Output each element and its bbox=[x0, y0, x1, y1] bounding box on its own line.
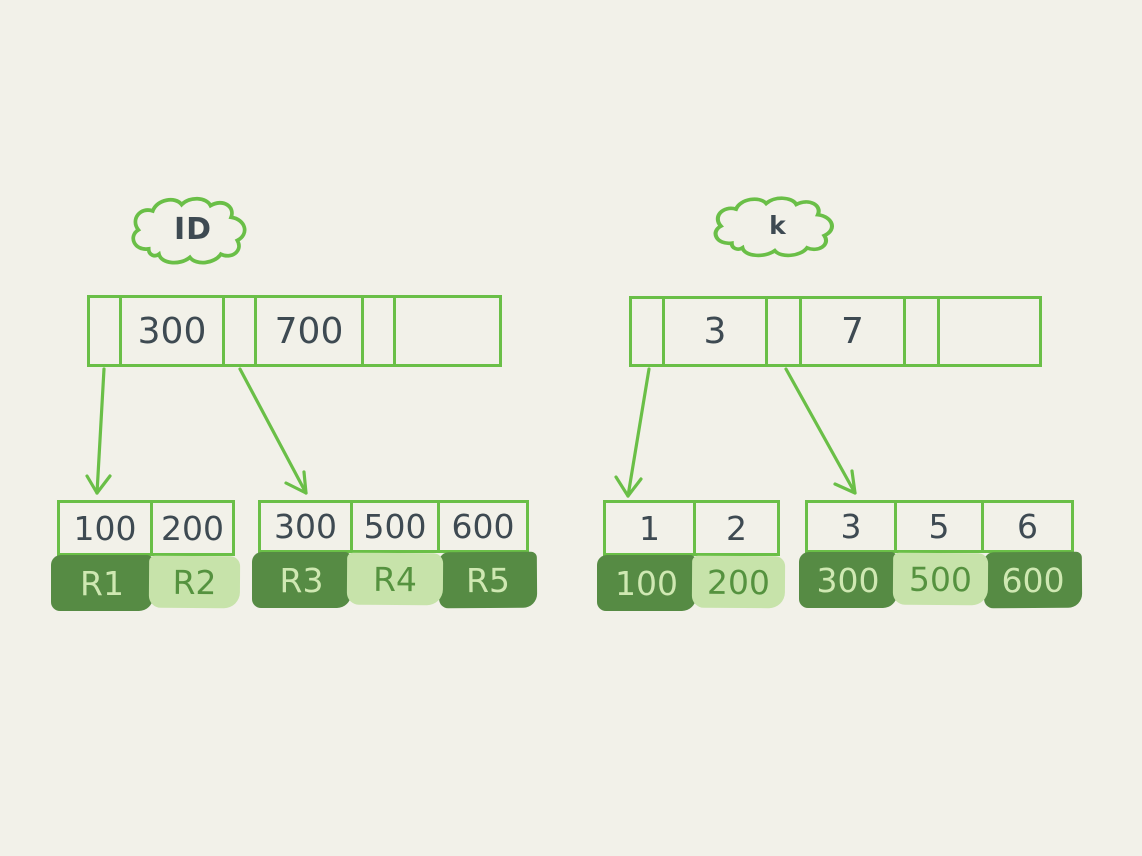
key-cell: 7 bbox=[799, 296, 906, 367]
empty-key-cell bbox=[937, 296, 1042, 367]
id-root-node: 300 700 bbox=[87, 295, 517, 367]
id-index-cloud: ID bbox=[126, 194, 260, 270]
arrow-id-root-to-leaf1 bbox=[85, 367, 112, 495]
record-block: 200 bbox=[691, 555, 786, 609]
key-cell: 5 bbox=[894, 500, 984, 553]
key-cell: 1 bbox=[603, 500, 696, 556]
record-block: R1 bbox=[51, 555, 153, 611]
k-leaf-node-2: 3 5 6 300 500 600 bbox=[799, 500, 1083, 609]
pointer-cell bbox=[222, 295, 257, 367]
key-cell: 300 bbox=[119, 295, 225, 367]
record-block: 600 bbox=[983, 551, 1083, 609]
arrow-k-root-to-leaf1 bbox=[614, 367, 651, 498]
record-block: 300 bbox=[799, 552, 897, 608]
arrow-id-root-to-leaf2 bbox=[238, 367, 308, 495]
key-cell: 3 bbox=[662, 296, 768, 367]
k-root-node: 3 7 bbox=[629, 296, 1057, 367]
pointer-cell bbox=[629, 296, 665, 367]
pointer-cell bbox=[903, 296, 940, 367]
pointer-cell bbox=[361, 295, 396, 367]
record-block: R5 bbox=[438, 551, 538, 609]
key-cell: 2 bbox=[693, 500, 780, 556]
record-block: 100 bbox=[597, 555, 696, 611]
key-cell: 3 bbox=[805, 500, 897, 553]
pointer-cell bbox=[87, 295, 122, 367]
arrow-k-root-to-leaf2 bbox=[784, 367, 857, 495]
record-block: R3 bbox=[252, 552, 351, 608]
cloud-outline-icon bbox=[713, 196, 834, 258]
id-index-label: ID bbox=[173, 211, 213, 247]
record-block: R4 bbox=[346, 552, 444, 606]
key-cell: 500 bbox=[350, 500, 440, 553]
k-index-label: k bbox=[769, 210, 787, 240]
key-cell: 600 bbox=[437, 500, 529, 553]
id-leaf-node-2: 300 500 600 R3 R4 R5 bbox=[252, 500, 538, 609]
empty-key-cell bbox=[393, 295, 502, 367]
id-leaf-node-1: 100 200 R1 R2 bbox=[51, 500, 241, 611]
pointer-cell bbox=[765, 296, 802, 367]
record-block: 500 bbox=[892, 552, 989, 606]
k-leaf-node-1: 1 2 100 200 bbox=[597, 500, 786, 611]
key-cell: 100 bbox=[57, 500, 153, 556]
key-cell: 200 bbox=[150, 500, 235, 556]
key-cell: 700 bbox=[254, 295, 364, 367]
key-cell: 6 bbox=[981, 500, 1074, 553]
record-block: R2 bbox=[148, 555, 241, 609]
key-cell: 300 bbox=[258, 500, 353, 553]
k-index-cloud: k bbox=[708, 194, 848, 262]
cloud-outline-icon bbox=[131, 196, 247, 265]
